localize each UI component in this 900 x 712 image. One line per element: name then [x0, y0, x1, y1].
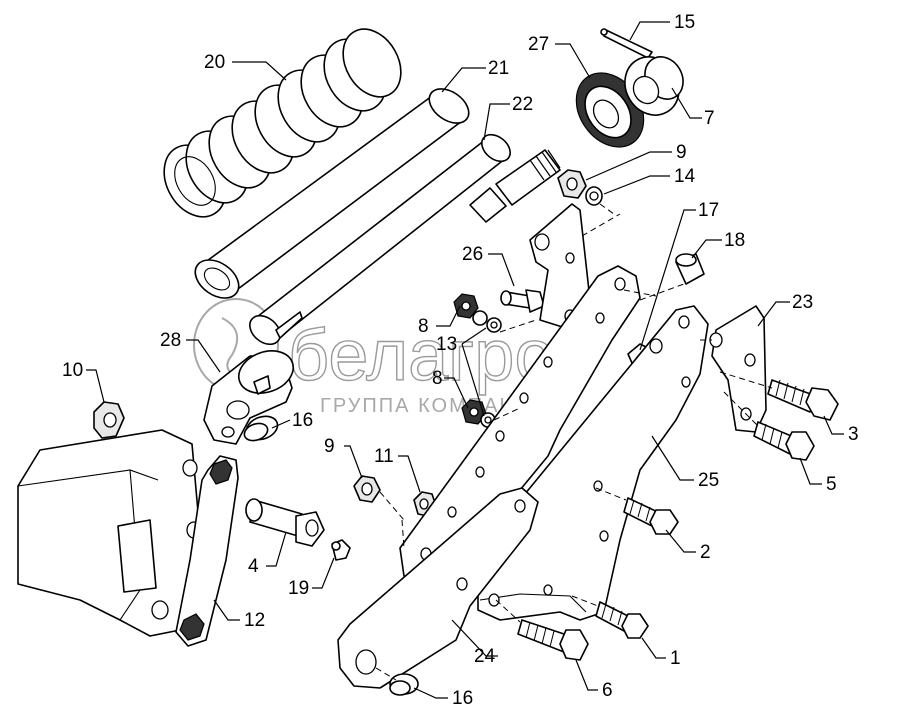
nut-8-lower	[461, 399, 487, 425]
bolt-1	[595, 601, 649, 639]
plate-12	[175, 455, 239, 647]
nut-9-upper	[557, 169, 587, 199]
tube-21	[194, 88, 470, 299]
bushing-16-lower	[389, 673, 419, 696]
callout-7: 7	[704, 108, 715, 129]
washer-14	[585, 186, 603, 206]
callout-27: 27	[528, 34, 549, 55]
spacer-18	[675, 253, 705, 285]
callout-12: 12	[244, 610, 265, 631]
rod-22	[249, 133, 561, 346]
lever-28	[203, 350, 294, 445]
callout-22: 22	[512, 94, 533, 115]
callout-11: 11	[374, 446, 394, 467]
nut-10	[93, 401, 125, 439]
callout-2: 2	[700, 542, 711, 563]
callout-28: 28	[160, 330, 181, 351]
frame-25	[399, 265, 709, 621]
spring-20	[163, 28, 402, 218]
washer-13-upper	[472, 310, 502, 333]
callout-20: 20	[204, 52, 225, 73]
callout-4: 4	[248, 556, 259, 577]
nut-8-upper	[453, 293, 479, 319]
bolt-26	[500, 289, 545, 313]
callout-17: 17	[698, 200, 719, 221]
callout-6: 6	[602, 680, 613, 701]
bushing-16-upper	[243, 415, 279, 442]
link-24	[337, 487, 539, 689]
callout-26: 26	[462, 244, 483, 265]
pin-15	[600, 28, 653, 59]
bolt-6	[517, 619, 589, 661]
callout-21: 21	[488, 58, 509, 79]
housing-block	[17, 429, 205, 637]
callout-15: 15	[674, 12, 695, 33]
callout-25: 25	[698, 470, 719, 491]
callout-9-lower: 9	[324, 436, 335, 457]
callout-18: 18	[724, 230, 745, 251]
assembly-lines	[375, 203, 773, 681]
callout-16-upper: 16	[292, 410, 313, 431]
leader-lines	[86, 21, 844, 699]
callout-3: 3	[848, 424, 859, 445]
callout-9-upper: 9	[676, 142, 687, 163]
callout-16-lower: 16	[452, 688, 473, 709]
callout-5: 5	[826, 474, 837, 495]
callout-1: 1	[670, 648, 681, 669]
bracket-23	[709, 305, 767, 433]
bolt-3	[767, 379, 839, 421]
callout-8-lower: 8	[432, 368, 443, 389]
callout-14: 14	[674, 166, 696, 187]
callout-19: 19	[288, 578, 309, 599]
nipple-19	[331, 539, 351, 561]
callout-8-upper: 8	[418, 316, 429, 337]
cap-7	[624, 56, 684, 116]
pin-4	[245, 498, 325, 547]
bolt-2	[623, 497, 679, 535]
callout-24: 24	[474, 646, 496, 667]
callout-10: 10	[62, 360, 83, 381]
callouts: 20 21 22 27 15 7 9 14 17 18 26 23 8 13 8…	[62, 12, 859, 709]
callout-23: 23	[792, 292, 813, 313]
bolt-5	[753, 421, 815, 461]
callout-13: 13	[436, 334, 457, 355]
nut-9-lower	[353, 475, 381, 503]
